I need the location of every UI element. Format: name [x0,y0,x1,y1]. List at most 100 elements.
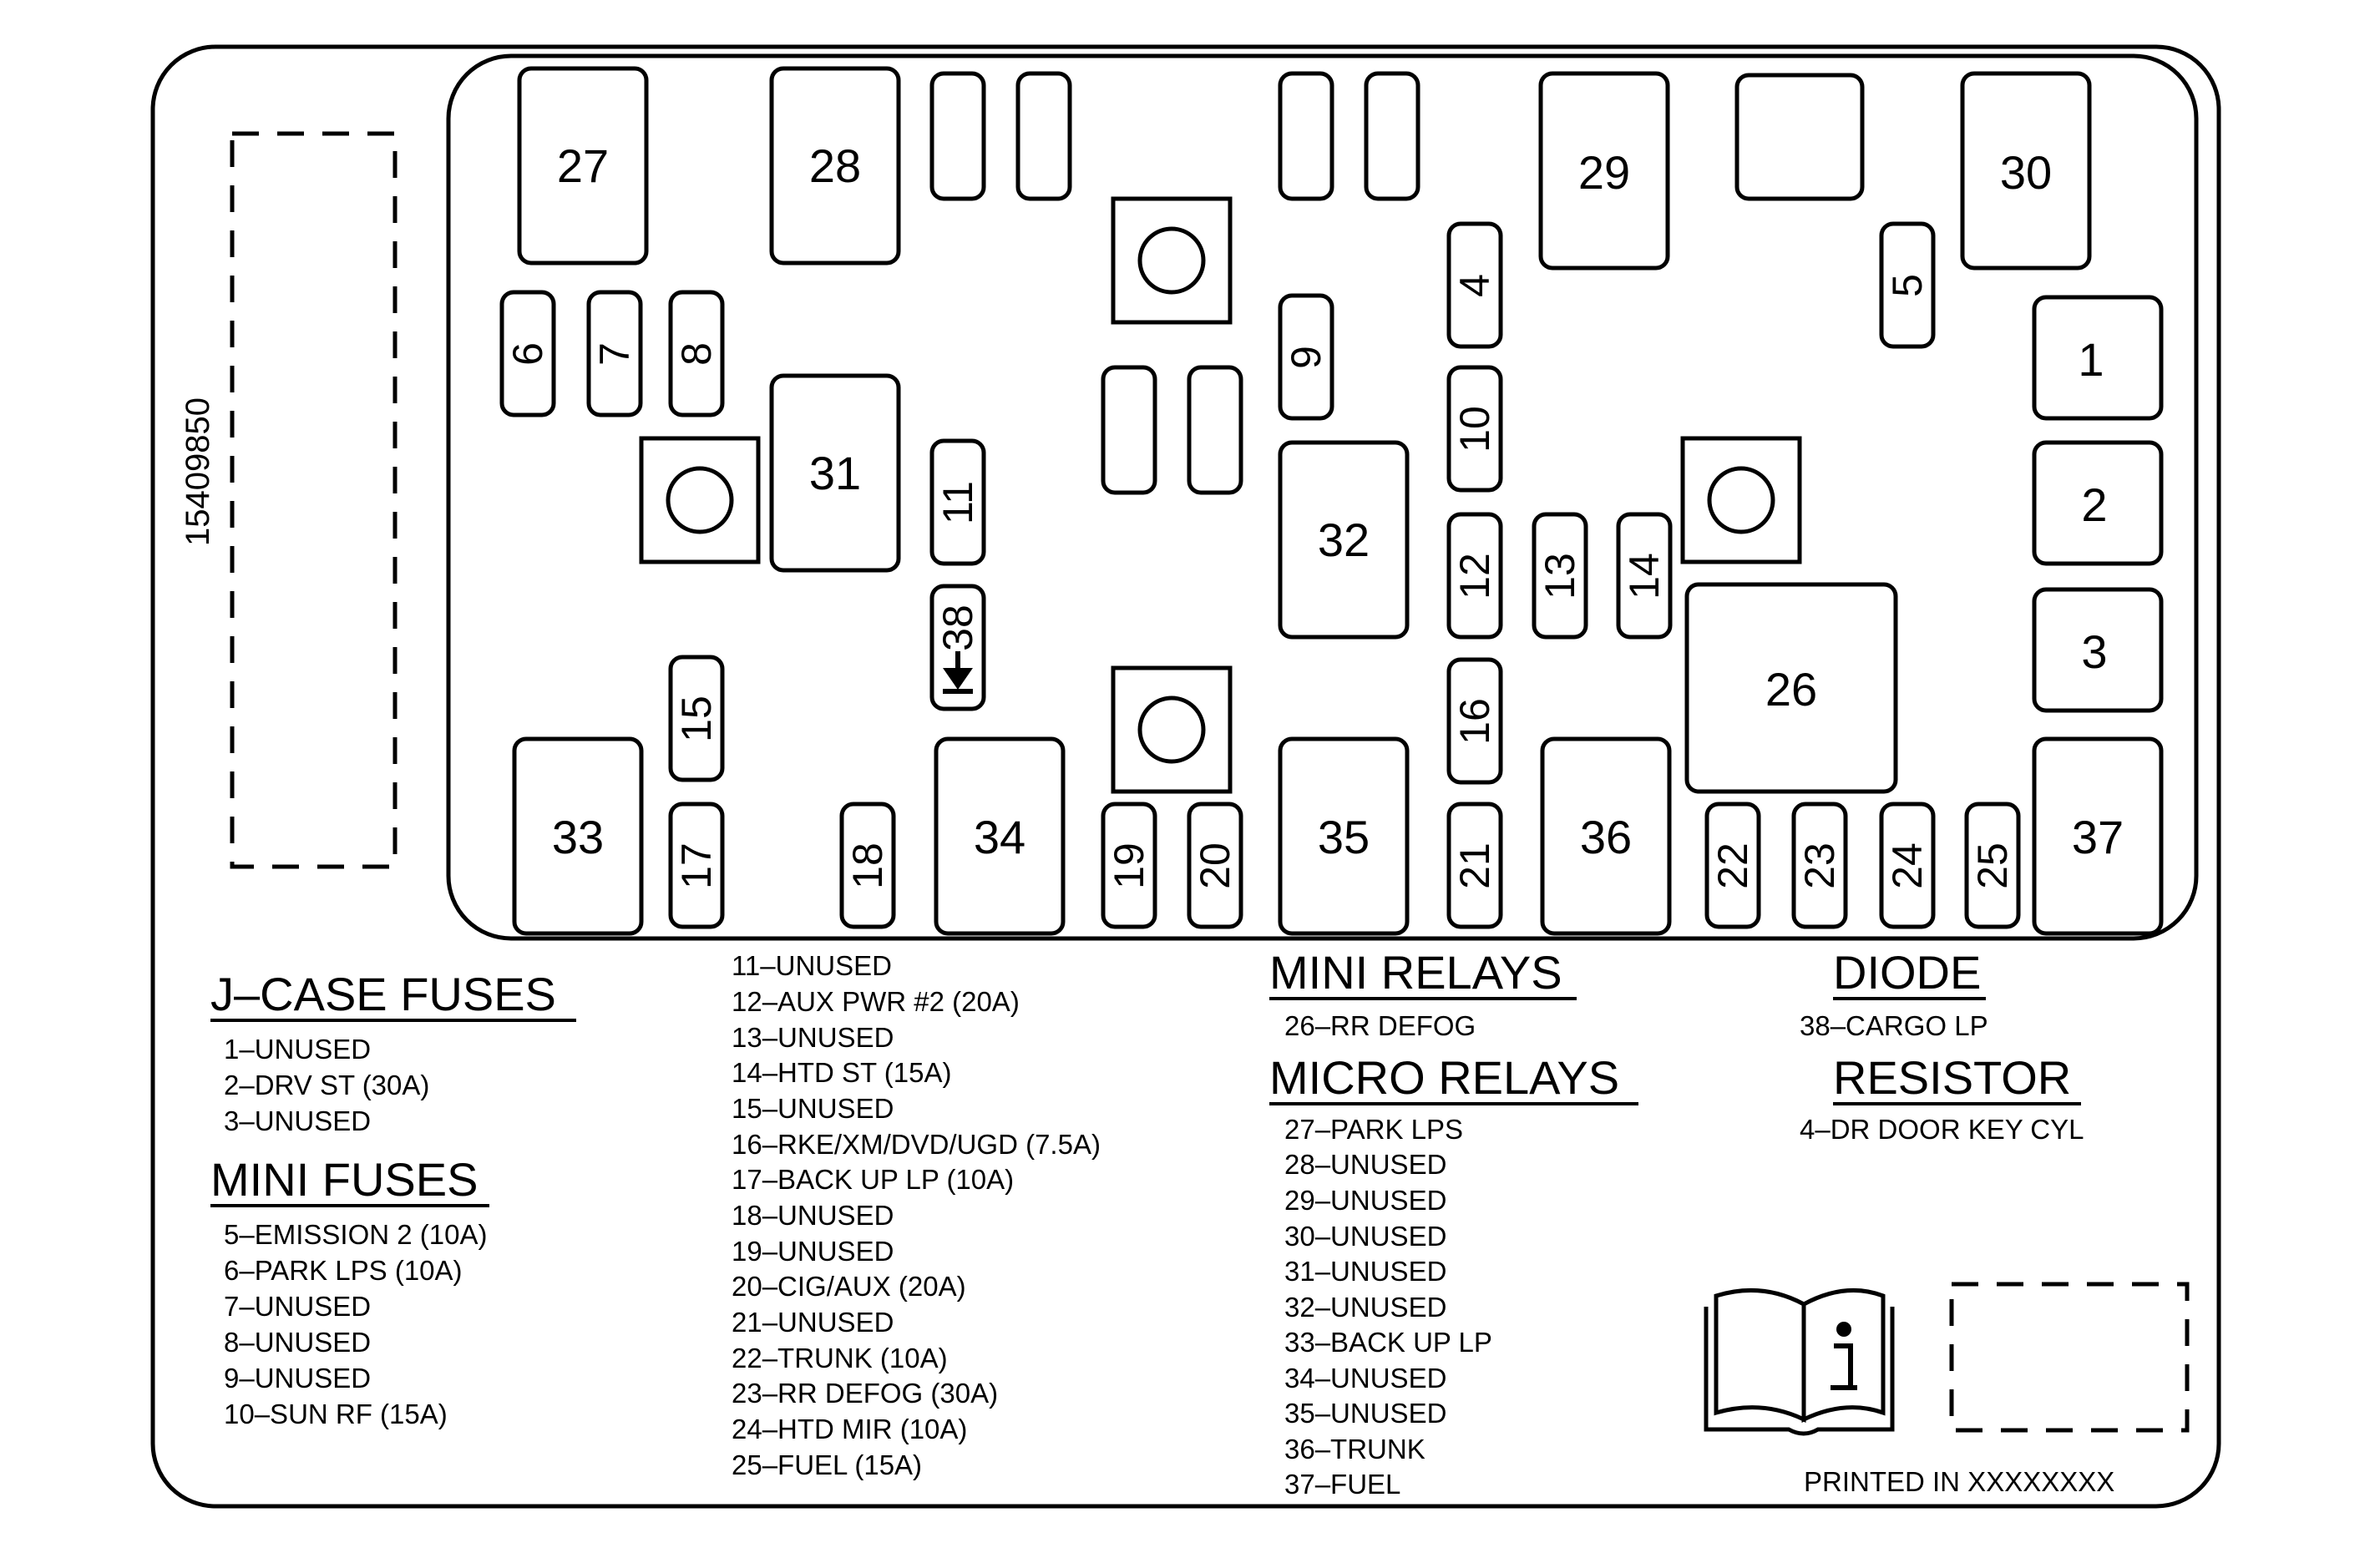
svg-text:21: 21 [1451,842,1498,889]
relay-33: 33 [512,736,644,936]
svg-text:11–UNUSED: 11–UNUSED [732,950,892,981]
svg-text:30: 30 [2000,146,2052,199]
svg-text:2: 2 [2081,478,2107,531]
svg-text:27: 27 [557,139,609,192]
owner-manual-info-icon [1704,1287,1895,1436]
svg-text:8–UNUSED: 8–UNUSED [224,1327,371,1358]
svg-text:38: 38 [934,604,981,651]
part-number: 15409850 [180,397,216,546]
relay-27: 27 [517,66,649,266]
mini-fuse-11: 11 [929,438,986,566]
svg-text:11: 11 [934,481,981,524]
relay-34: 34 [934,736,1066,936]
relay-28: 28 [769,66,901,266]
svg-text:10: 10 [1451,406,1498,453]
svg-text:3–UNUSED: 3–UNUSED [224,1105,371,1136]
svg-text:24–HTD MIR (10A): 24–HTD MIR (10A) [732,1414,967,1444]
mounting-boss [1680,436,1802,564]
printed-in-footer: PRINTED IN XXXXXXXX [1804,1466,2114,1497]
svg-text:5–EMISSION 2 (10A): 5–EMISSION 2 (10A) [224,1219,487,1250]
relay-30: 30 [1960,71,2092,271]
svg-text:16–RKE/XM/DVD/UGD (7.5A): 16–RKE/XM/DVD/UGD (7.5A) [732,1129,1101,1160]
svg-text:27–PARK LPS: 27–PARK LPS [1284,1114,1463,1145]
mini-fuse-13: 13 [1532,512,1588,640]
svg-text:15–UNUSED: 15–UNUSED [732,1093,894,1124]
mini-fuse-6: 6 [499,290,556,417]
mini-fuse-24: 24 [1879,802,1936,929]
legend-micro-relays: MICRO RELAYS 27–PARK LPS 28–UNUSED 29–UN… [1269,1051,1638,1500]
svg-text:29–UNUSED: 29–UNUSED [1284,1185,1446,1216]
svg-text:26: 26 [1765,663,1817,716]
jcase-fuse-1: 1 [2032,295,2164,421]
svg-text:21–UNUSED: 21–UNUSED [732,1307,894,1338]
svg-text:19–UNUSED: 19–UNUSED [732,1236,894,1267]
svg-text:25: 25 [1969,842,2016,889]
jcase-fuse-2: 2 [2032,440,2164,566]
svg-text:29: 29 [1578,146,1630,199]
svg-text:2–DRV ST (30A): 2–DRV ST (30A) [224,1070,429,1100]
label-outline [150,44,2221,1509]
svg-text:18–UNUSED: 18–UNUSED [732,1200,894,1231]
mini-fuse-5: 5 [1879,221,1936,349]
relay-32: 32 [1278,440,1410,640]
svg-text:22: 22 [1709,842,1756,889]
svg-text:12–AUX PWR #2 (20A): 12–AUX PWR #2 (20A) [732,986,1020,1017]
mini-fuse-18: 18 [839,802,896,929]
mounting-boss [1111,665,1233,794]
svg-text:34: 34 [974,811,1025,863]
svg-text:33–BACK UP LP: 33–BACK UP LP [1284,1327,1492,1358]
mini-fuse-23: 23 [1791,802,1848,929]
mini-fuse-12: 12 [1446,512,1503,640]
svg-text:23–RR DEFOG (30A): 23–RR DEFOG (30A) [732,1378,998,1409]
relay-31: 31 [769,373,901,573]
svg-text:18: 18 [844,842,891,889]
svg-text:9: 9 [1283,346,1329,369]
svg-text:10–SUN RF (15A): 10–SUN RF (15A) [224,1399,448,1429]
svg-text:9–UNUSED: 9–UNUSED [224,1363,371,1394]
diode-arrow-icon [943,651,973,694]
diode-38: 38 [929,584,986,711]
legend-diode: DIODE 38–CARGO LP [1800,946,1988,1041]
svg-text:4: 4 [1451,274,1498,297]
svg-text:22–TRUNK (10A): 22–TRUNK (10A) [732,1343,948,1373]
relay-35: 35 [1278,736,1410,936]
svg-text:1–UNUSED: 1–UNUSED [224,1034,371,1065]
svg-text:36: 36 [1580,811,1632,863]
svg-text:17–BACK UP LP (10A): 17–BACK UP LP (10A) [732,1164,1014,1195]
legend-jcase-fuses: J–CASE FUSES 1–UNUSED 2–DRV ST (30A) 3–U… [210,968,576,1136]
svg-text:36–TRUNK: 36–TRUNK [1284,1434,1425,1464]
svg-text:20–CIG/AUX (20A): 20–CIG/AUX (20A) [732,1271,966,1302]
mini-fuse-21: 21 [1446,802,1503,929]
relay-29: 29 [1538,71,1670,271]
svg-text:13: 13 [1537,553,1583,599]
svg-text:31–UNUSED: 31–UNUSED [1284,1256,1446,1287]
mini-fuse-15: 15 [668,655,725,782]
mini-fuse-8: 8 [668,290,725,417]
svg-text:14–HTD ST (15A): 14–HTD ST (15A) [732,1057,951,1088]
svg-text:16: 16 [1451,698,1498,745]
legend-heading: MINI RELAYS [1269,946,1562,999]
legend-mini-relays: MINI RELAYS 26–RR DEFOG [1269,946,1577,1041]
empty-slot-top [1734,73,1865,201]
unlabeled-slots [929,71,1420,495]
svg-text:5: 5 [1884,274,1931,297]
svg-text:32–UNUSED: 32–UNUSED [1284,1292,1446,1323]
relay-26: 26 [1684,582,1898,794]
fuse-block-outline [446,53,2199,941]
svg-text:13–UNUSED: 13–UNUSED [732,1022,894,1053]
svg-text:6–PARK LPS (10A): 6–PARK LPS (10A) [224,1255,463,1286]
relay-36: 36 [1540,736,1672,936]
svg-text:8: 8 [673,342,720,366]
mini-fuse-25: 25 [1964,802,2021,929]
svg-text:33: 33 [552,811,604,863]
legend-fuse-list-mid: 11–UNUSED 12–AUX PWR #2 (20A) 13–UNUSED … [732,950,1101,1480]
mini-fuse-19: 19 [1101,802,1157,929]
legend-resistor: RESISTOR 4–DR DOOR KEY CYL [1800,1051,2084,1145]
legend-heading: DIODE [1833,946,1981,999]
mini-fuse-9: 9 [1278,293,1334,421]
svg-text:24: 24 [1884,842,1931,889]
mini-fuse-10: 10 [1446,365,1503,493]
svg-text:28–UNUSED: 28–UNUSED [1284,1149,1446,1180]
svg-text:7–UNUSED: 7–UNUSED [224,1291,371,1322]
svg-text:25–FUEL (15A): 25–FUEL (15A) [732,1449,922,1480]
